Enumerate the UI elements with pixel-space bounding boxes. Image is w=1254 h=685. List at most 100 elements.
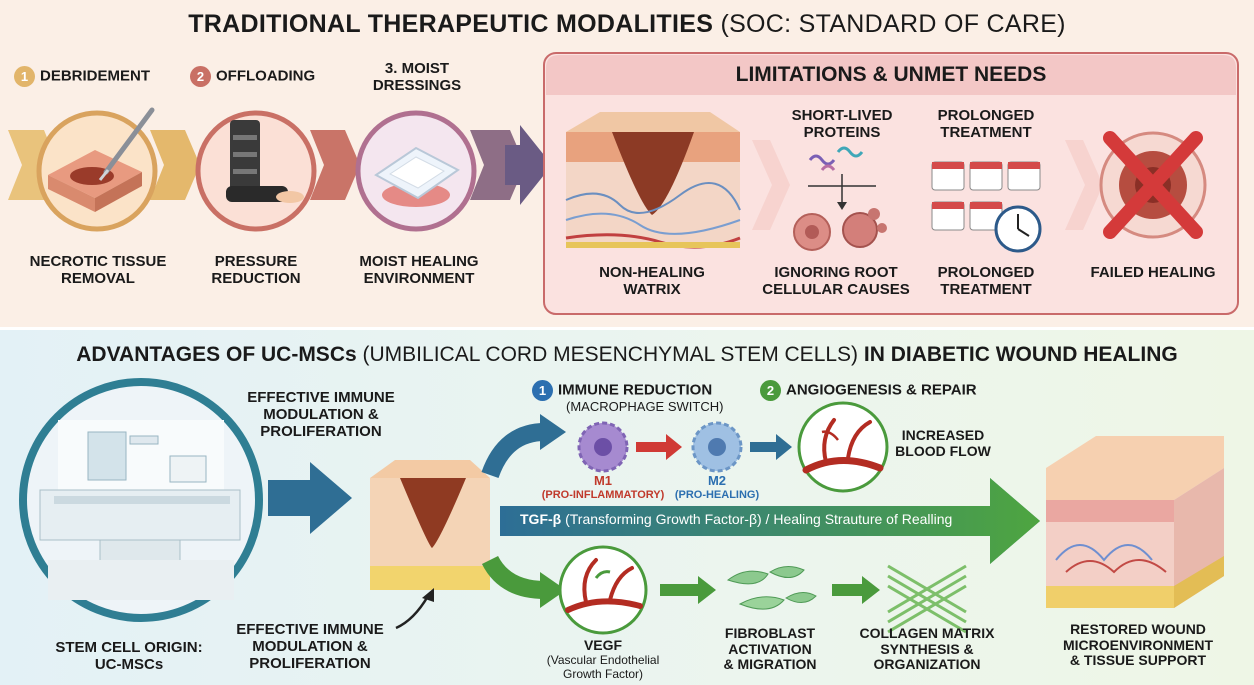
collagen-2: SYNTHESIS & — [880, 640, 974, 657]
tgf-beta-label: TGF-β (Transforming Growth Factor-β) / H… — [520, 511, 990, 535]
step-1-label: DEBRIDEMENT — [40, 67, 151, 85]
origin-line-2: UC-MSCs — [94, 655, 164, 673]
arrow-vegf-fibro — [660, 576, 716, 604]
limit-chevron-2 — [1065, 140, 1103, 230]
band-chevron-2 — [150, 130, 200, 200]
caption-necrotic-2: REMOVAL — [61, 269, 135, 287]
m1-sublabel: (PRO-INFLAMMATORY) — [541, 489, 665, 501]
m2-sublabel: (PRO-HEALING) — [674, 489, 760, 501]
caption-prolonged-1: PROLONGED — [937, 264, 1035, 281]
m2-label: M2 — [707, 473, 727, 488]
caption-ignoring-root-1: IGNORING ROOT — [774, 264, 898, 281]
top-title: TRADITIONAL THERAPEUTIC MODALITIES (SOC:… — [0, 10, 1254, 38]
blood-line-1: INCREASED — [901, 427, 985, 443]
caption-moist: MOIST HEALING ENVIRONMENT — [344, 253, 494, 288]
collagen-3: ORGANIZATION — [873, 656, 981, 673]
vegf-sublabel: (Vascular Endothelial Growth Factor) — [530, 653, 676, 682]
label-prolonged-top-1: PROLONGED — [937, 107, 1035, 124]
stem-cell-origin-label: STEM CELL ORIGIN: UC-MSCs — [44, 639, 214, 674]
increased-blood-flow-illustration — [797, 401, 889, 493]
limitations-header — [546, 55, 1236, 95]
collagen-matrix-fibers — [887, 564, 967, 634]
angio-badge: 2 — [760, 380, 781, 401]
caption-non-healing-1: NON-HEALING — [599, 264, 705, 281]
increased-blood-flow-label: INCREASED BLOOD FLOW — [886, 427, 1000, 459]
step-3-label-2: DRESSINGS — [372, 76, 462, 94]
effective-top-3: PROLIFERATION — [260, 422, 382, 440]
caption-prolonged: PROLONGED TREATMENT — [916, 264, 1056, 299]
restored-2: MICROENVIRONMENT — [1062, 636, 1214, 653]
fibro-3: & MIGRATION — [723, 656, 817, 673]
treated-wound-illustration — [370, 460, 490, 590]
effective-bottom-1: EFFECTIVE IMMUNE — [236, 621, 384, 638]
m2-macrophage-cell — [691, 421, 743, 473]
offloading-illustration — [195, 110, 317, 232]
band-chevron-3 — [310, 130, 360, 200]
tgf-rest: (Transforming Growth Factor-β) / Healing… — [565, 511, 953, 527]
vegf-vessel-illustration — [558, 545, 648, 635]
vegf-label: VEGF — [583, 637, 623, 653]
arrow-m1-m2 — [636, 434, 682, 460]
arrow-to-immune — [481, 423, 546, 479]
origin-line-1: STEM CELL ORIGIN: — [55, 639, 203, 656]
limit-chevron-1 — [752, 140, 790, 230]
bottom-title-bold-1: ADVANTAGES OF UC-MSCs — [76, 343, 357, 366]
fibro-1: FIBROBLAST — [724, 625, 816, 641]
collagen-label: COLLAGEN MATRIX SYNTHESIS & ORGANIZATION — [842, 625, 1012, 673]
big-arrow-to-limits — [505, 125, 552, 205]
label-prolonged-top-2: TREATMENT — [940, 123, 1032, 141]
angio-title: ANGIOGENESIS & REPAIR — [786, 381, 977, 399]
caption-pressure-2: REDUCTION — [211, 269, 301, 287]
blood-line-2: BLOOD FLOW — [895, 442, 991, 459]
restored-3: & TISSUE SUPPORT — [1069, 652, 1207, 669]
restored-1: RESTORED WOUND — [1070, 621, 1206, 637]
caption-non-healing-2: WATRIX — [623, 280, 681, 298]
bottom-title-bold-2: IN DIABETIC WOUND HEALING — [863, 343, 1178, 366]
step-moist-dressings: 3. MOIST DRESSINGS — [350, 60, 484, 95]
step-3-label-1: 3. MOIST — [384, 60, 450, 77]
label-prolonged-top: PROLONGED TREATMENT — [916, 107, 1056, 142]
label-short-lived: SHORT-LIVED PROTEINS — [772, 107, 912, 142]
vegf-sub-1: (Vascular Endothelial — [546, 653, 660, 667]
short-lived-proteins-illustration — [793, 146, 887, 251]
caption-pressure: PRESSURE REDUCTION — [196, 253, 316, 288]
moist-dressing-illustration — [355, 110, 477, 232]
caption-prolonged-2: TREATMENT — [940, 280, 1032, 298]
bottom-title-light: (UMBILICAL CORD MESENCHYMAL STEM CELLS) — [362, 343, 859, 366]
immune-badge: 1 — [532, 380, 553, 401]
effective-immune-top: EFFECTIVE IMMUNE MODULATION & PROLIFERAT… — [232, 389, 410, 440]
arrow-m2-vessel — [750, 434, 792, 460]
limitations-title: LIMITATIONS & UNMET NEEDS — [735, 63, 1047, 86]
caption-failed-healing: FAILED HEALING — [1090, 264, 1216, 281]
arrow-to-vegf — [481, 555, 546, 599]
effective-bottom-2: MODULATION & — [252, 637, 368, 655]
fibroblast-cells — [726, 566, 817, 610]
effective-top-2: MODULATION & — [263, 405, 379, 423]
failed-healing-illustration — [1099, 131, 1207, 239]
step-1-badge: 1 — [14, 66, 35, 87]
effective-bottom-3: PROLIFERATION — [249, 654, 371, 672]
step-2-badge: 2 — [190, 66, 211, 87]
m1-macrophage-cell — [577, 421, 629, 473]
step-debridement: 1 DEBRIDEMENT — [14, 66, 150, 87]
label-short-lived-1: SHORT-LIVED — [791, 107, 893, 124]
caption-ignoring-root-2: CELLULAR CAUSES — [762, 280, 910, 298]
step-2-label: OFFLOADING — [216, 67, 316, 85]
fibro-2: ACTIVATION — [728, 640, 812, 657]
calendar-icons — [931, 161, 1042, 253]
caption-pressure-1: PRESSURE — [214, 253, 298, 270]
label-short-lived-2: PROTEINS — [803, 123, 881, 141]
caption-necrotic: NECROTIC TISSUE REMOVAL — [14, 253, 182, 288]
non-healing-wound-illustration — [565, 112, 741, 249]
top-title-light: (SOC: STANDARD OF CARE) — [720, 10, 1066, 38]
collagen-1: COLLAGEN MATRIX — [859, 625, 995, 641]
caption-ignoring-root: IGNORING ROOT CELLULAR CAUSES — [750, 264, 922, 299]
caption-moist-1: MOIST HEALING — [359, 253, 479, 270]
vegf-sub-2: Growth Factor) — [562, 666, 643, 681]
tgf-bold: TGF-β — [520, 511, 562, 527]
effective-top-1: EFFECTIVE IMMUNE — [247, 389, 395, 406]
restored-label: RESTORED WOUND MICROENVIRONMENT & TISSUE… — [1040, 621, 1236, 669]
curved-arrow-up — [395, 595, 430, 630]
